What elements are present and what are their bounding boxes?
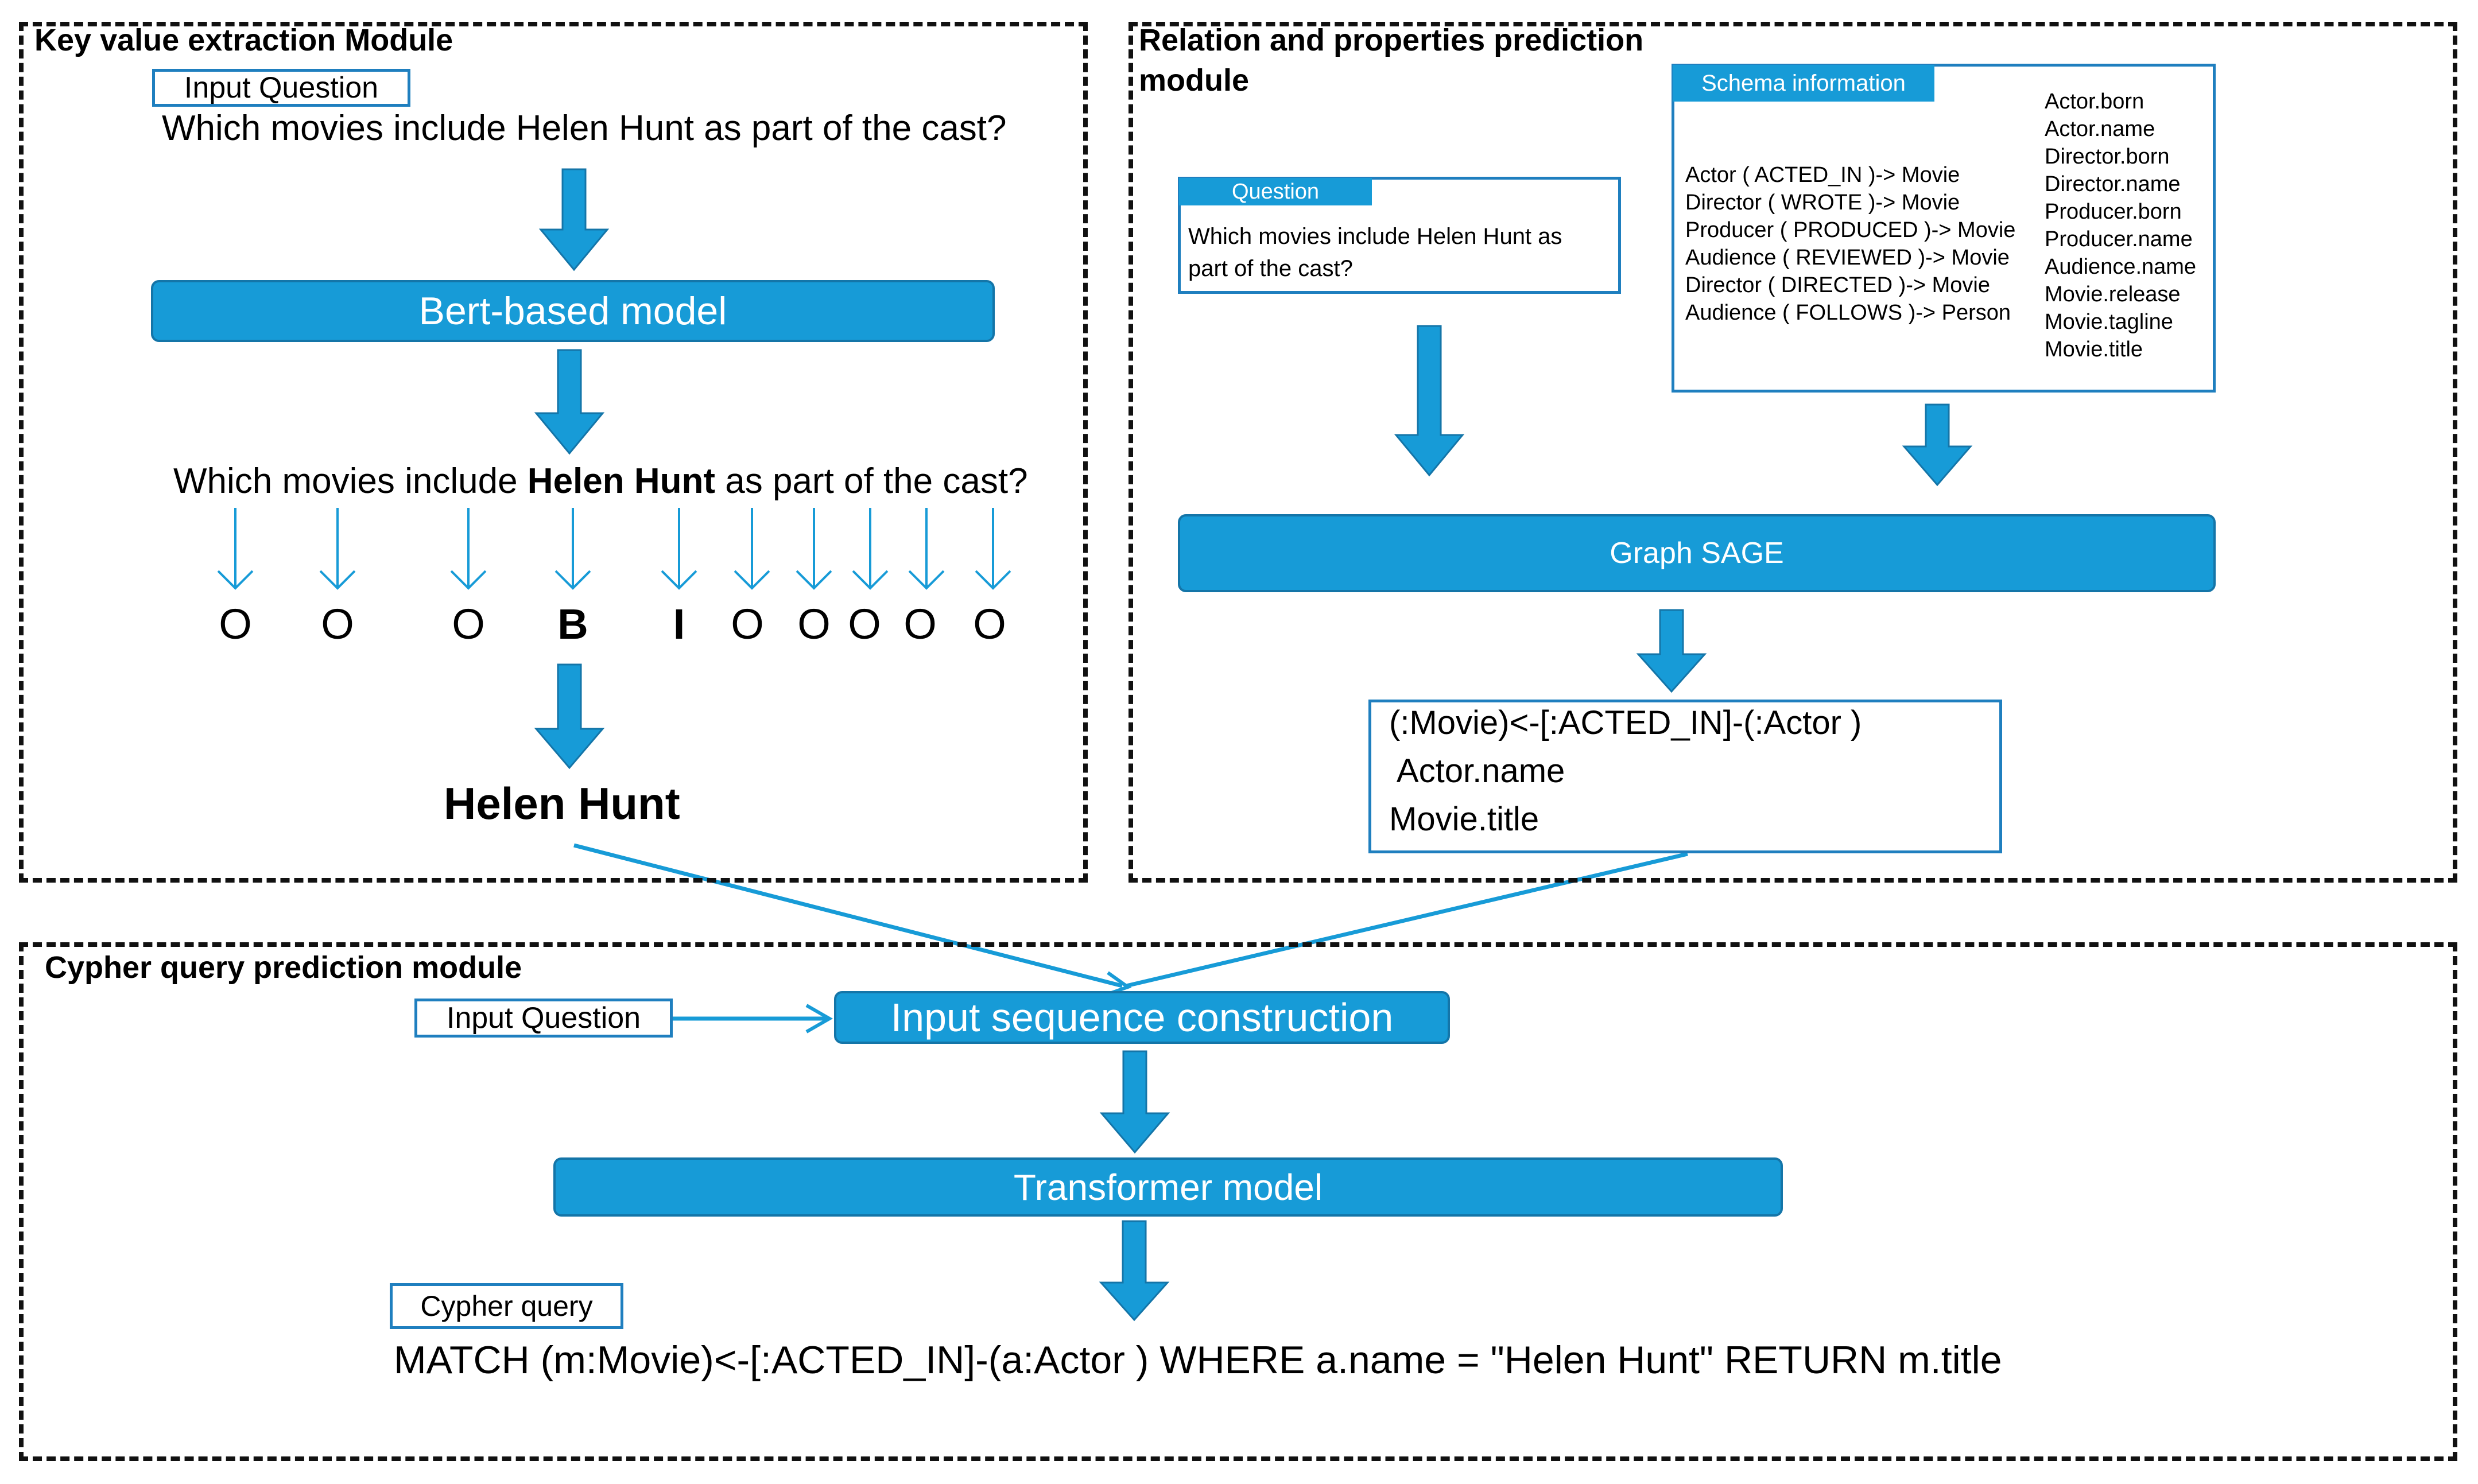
block-arrow-sage-to-output bbox=[1636, 609, 1707, 693]
input-question-label: Input Question bbox=[152, 69, 410, 107]
relation-to-construction-arrow bbox=[1126, 852, 1688, 988]
key-value-module-title: Key value extraction Module bbox=[34, 23, 453, 57]
bert-model-block: Bert-based model bbox=[151, 280, 995, 342]
token-arrows bbox=[217, 508, 1011, 590]
question-box bbox=[1178, 177, 1621, 294]
tokenized-question: Which movies include Helen Hunt as part … bbox=[173, 461, 1028, 502]
extracted-entity: Helen Hunt bbox=[444, 778, 680, 829]
token-arrow bbox=[734, 508, 770, 590]
bio-tag: O bbox=[452, 600, 485, 648]
relation-output-lines: (:Movie)<-[:ACTED_IN]-(:Actor ) Actor.na… bbox=[1389, 699, 1862, 844]
schema-relations-list: Actor ( ACTED_IN )-> Movie Director ( WR… bbox=[1685, 161, 2015, 327]
block-arrow-question-to-bert bbox=[538, 168, 610, 271]
schema-relation: Audience ( FOLLOWS )-> Person bbox=[1685, 301, 2011, 325]
schema-information-box bbox=[1672, 64, 2216, 393]
cypher-query-label: Cypher query bbox=[390, 1283, 623, 1329]
relation-output-property: Actor.name bbox=[1389, 752, 1565, 790]
question-box-header: Question bbox=[1179, 178, 1372, 205]
tokenized-before: Which movies include bbox=[173, 461, 528, 501]
token-arrow bbox=[661, 508, 697, 590]
schema-property: Movie.tagline bbox=[2045, 310, 2173, 334]
block-arrow-schema-to-sage bbox=[1902, 403, 1973, 487]
cypher-input-question-label: Input Question bbox=[414, 999, 673, 1038]
relation-output-pattern: (:Movie)<-[:ACTED_IN]-(:Actor ) bbox=[1389, 704, 1862, 741]
question-box-line1: Which movies include Helen Hunt as bbox=[1188, 224, 1562, 249]
bio-tag: I bbox=[673, 600, 685, 648]
bio-tag: O bbox=[903, 600, 937, 648]
schema-property: Movie.release bbox=[2045, 282, 2181, 306]
key-value-extraction-module bbox=[19, 22, 1088, 883]
input-arrowhead bbox=[805, 1004, 833, 1034]
token-arrow bbox=[319, 508, 356, 590]
schema-property: Director.born bbox=[2045, 145, 2170, 169]
bio-tag: B bbox=[557, 600, 588, 648]
relation-module-title-line1: Relation and properties prediction bbox=[1139, 23, 1644, 57]
bio-tag: O bbox=[731, 600, 764, 648]
token-arrow bbox=[796, 508, 832, 590]
cypher-query-text: MATCH (m:Movie)<-[:ACTED_IN]-(a:Actor ) … bbox=[394, 1338, 2002, 1382]
tokenized-after: as part of the cast? bbox=[715, 461, 1028, 501]
schema-property: Actor.born bbox=[2045, 90, 2145, 114]
token-arrow bbox=[908, 508, 945, 590]
input-question-text: Which movies include Helen Hunt as part … bbox=[162, 108, 1007, 148]
relation-prediction-module bbox=[1129, 22, 2457, 883]
schema-property: Actor.name bbox=[2045, 117, 2155, 141]
input-sequence-construction-label: Input sequence construction bbox=[890, 995, 1394, 1040]
schema-property: Director.name bbox=[2045, 172, 2181, 196]
cypher-module-title: Cypher query prediction module bbox=[45, 950, 522, 985]
block-arrow-construction-to-transformer bbox=[1099, 1050, 1170, 1154]
token-arrow bbox=[217, 508, 254, 590]
relation-output-property: Movie.title bbox=[1389, 801, 1539, 838]
bio-tag: O bbox=[321, 600, 354, 648]
schema-relation: Audience ( REVIEWED )-> Movie bbox=[1685, 246, 2010, 270]
token-arrow bbox=[554, 508, 591, 590]
schema-property: Audience.name bbox=[2045, 255, 2197, 279]
bio-tag: O bbox=[219, 600, 252, 648]
token-arrow bbox=[852, 508, 889, 590]
schema-relation: Director ( DIRECTED )-> Movie bbox=[1685, 273, 1990, 297]
block-arrow-question-to-sage bbox=[1394, 325, 1465, 477]
schema-property: Producer.name bbox=[2045, 227, 2193, 251]
relation-output-box bbox=[1368, 700, 2002, 853]
input-sequence-construction-block: Input sequence construction bbox=[834, 991, 1450, 1044]
schema-relation: Actor ( ACTED_IN )-> Movie bbox=[1685, 163, 1960, 187]
token-arrow bbox=[450, 508, 487, 590]
graph-sage-block: Graph SAGE bbox=[1178, 514, 2216, 592]
tokenized-entity: Helen Hunt bbox=[527, 461, 716, 501]
bio-tag: O bbox=[973, 600, 1006, 648]
schema-relation: Director ( WROTE )-> Movie bbox=[1685, 191, 1960, 215]
bert-model-label: Bert-based model bbox=[418, 289, 727, 333]
schema-properties-list: Actor.born Actor.name Director.born Dire… bbox=[2045, 88, 2196, 363]
cypher-prediction-module bbox=[19, 942, 2457, 1461]
block-arrow-bert-to-tokens bbox=[534, 349, 605, 455]
token-arrow bbox=[975, 508, 1011, 590]
question-box-line2: part of the cast? bbox=[1188, 256, 1353, 281]
schema-property: Movie.title bbox=[2045, 337, 2143, 362]
block-arrow-tags-to-entity bbox=[534, 663, 605, 770]
transformer-model-block: Transformer model bbox=[553, 1157, 1783, 1217]
bio-tag: O bbox=[848, 600, 881, 648]
bio-tag: O bbox=[797, 600, 831, 648]
transformer-model-label: Transformer model bbox=[1013, 1166, 1323, 1208]
schema-relation: Producer ( PRODUCED )-> Movie bbox=[1685, 218, 2016, 242]
schema-information-header: Schema information bbox=[1673, 65, 1934, 102]
graph-sage-label: Graph SAGE bbox=[1610, 537, 1784, 570]
relation-module-title-line2: module bbox=[1139, 63, 1250, 98]
schema-property: Producer.born bbox=[2045, 200, 2182, 224]
block-arrow-transformer-to-query bbox=[1099, 1220, 1170, 1322]
entity-to-construction-arrow bbox=[573, 843, 1123, 988]
